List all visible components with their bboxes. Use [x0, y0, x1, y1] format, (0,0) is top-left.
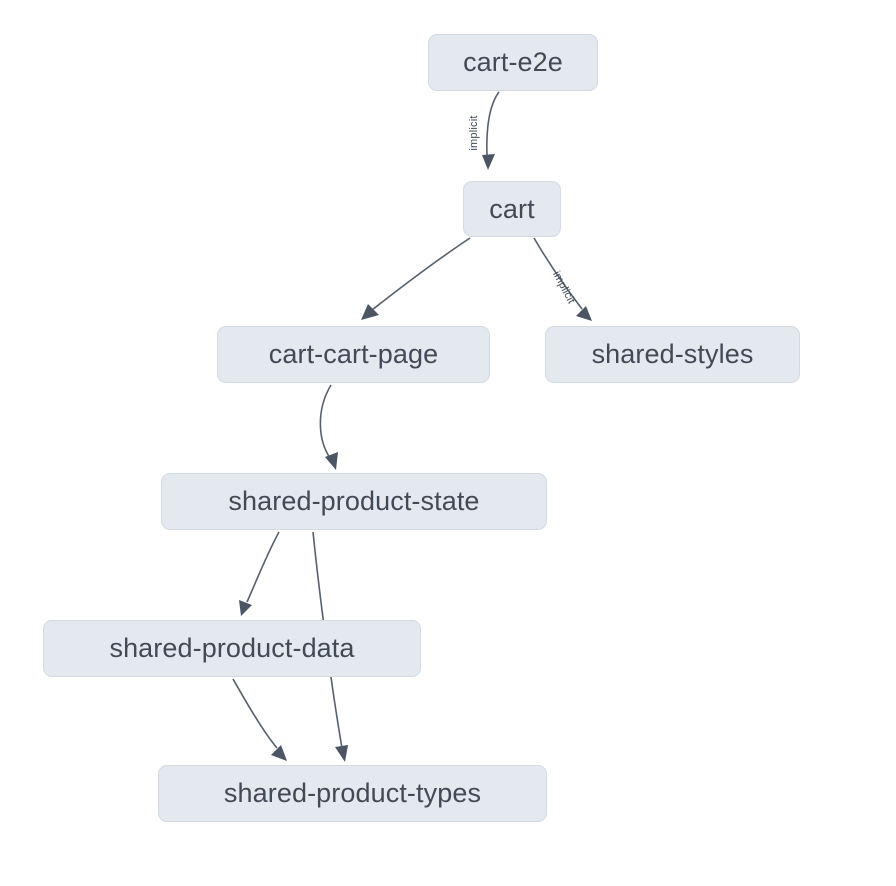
edge-label: implicit: [468, 115, 480, 150]
edge-line: [533, 237, 583, 310]
graph-node-cart[interactable]: cart: [463, 181, 561, 237]
edge-line: [371, 237, 471, 311]
edge-arrowhead-icon: [239, 600, 252, 616]
edge-line: [319, 384, 332, 459]
graph-edge[interactable]: implicit: [468, 91, 500, 170]
edge-arrowhead-icon: [482, 154, 495, 170]
edge-line: [246, 531, 280, 603]
edge-line: [486, 91, 500, 156]
graph-node-cart-cart-page[interactable]: cart-cart-page: [217, 326, 490, 383]
graph-node-shared-product-types[interactable]: shared-product-types: [158, 765, 547, 822]
edge-arrowhead-icon: [576, 306, 592, 321]
graph-node-label: cart-e2e: [463, 47, 563, 77]
edge-arrowhead-icon: [361, 304, 379, 320]
edge-arrowhead-icon: [335, 745, 348, 762]
graph-node-shared-product-state[interactable]: shared-product-state: [161, 473, 547, 530]
edge-arrowhead-icon: [325, 452, 338, 470]
graph-node-shared-styles[interactable]: shared-styles: [545, 326, 800, 383]
edge-label: implicit: [550, 269, 577, 306]
graph-node-shared-product-data[interactable]: shared-product-data: [43, 620, 421, 677]
graph-edge[interactable]: [239, 531, 280, 616]
graph-node-label: shared-product-state: [228, 486, 480, 516]
graph-node-label: cart: [489, 193, 535, 224]
edge-arrowhead-icon: [271, 745, 287, 761]
graph-edge[interactable]: [232, 678, 287, 761]
edge-line: [232, 678, 278, 749]
graph-edge[interactable]: [319, 384, 338, 470]
graph-node-label: shared-styles: [591, 339, 754, 369]
graph-edge[interactable]: [361, 237, 471, 320]
graph-node-label: shared-product-data: [109, 633, 355, 663]
graph-node-cart-e2e[interactable]: cart-e2e: [428, 34, 598, 91]
graph-edge[interactable]: implicit: [533, 237, 592, 321]
graph-node-label: shared-product-types: [223, 778, 482, 808]
graph-node-label: cart-cart-page: [268, 339, 439, 369]
